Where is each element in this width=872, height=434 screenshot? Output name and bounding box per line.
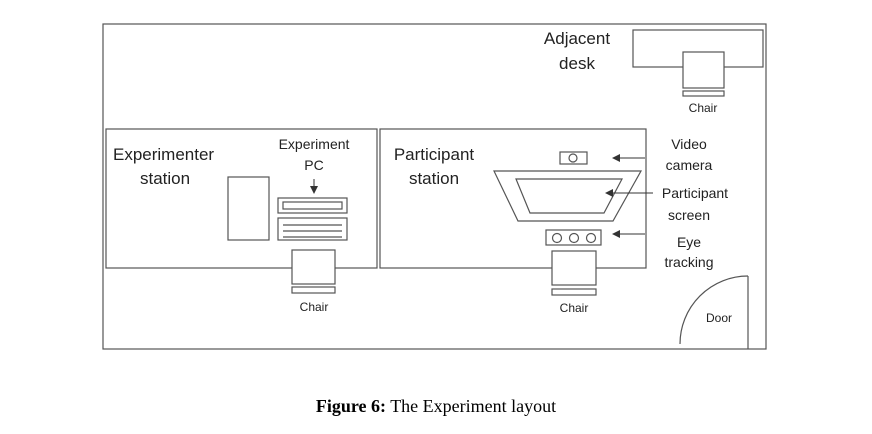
experimenter-station-label-line1: Experimenter [113,145,214,164]
eye-tracking-label-line2: tracking [664,254,713,270]
eye-tracker-sensor-1 [551,232,563,244]
video-camera-lens [568,153,578,163]
participant-screen-label-line1: Participant [662,185,728,201]
experiment-pc-monitor-inner [282,201,343,210]
door-label: Door [706,311,732,325]
adjacent-chair-back [682,90,725,97]
experimenter-chair-label: Chair [300,300,329,314]
video-camera-label-line2: camera [666,157,713,173]
participant-chair-label: Chair [560,301,589,315]
participant-station-label-line1: Participant [394,145,475,164]
eye-tracking-label-line1: Eye [677,234,701,250]
participant-screen-outer [493,170,643,222]
participant-screen-inner [515,178,623,214]
figure-caption-text: The Experiment layout [390,396,557,416]
experiment-pc-monitor [277,197,348,214]
participant-chair-back [551,288,597,296]
experiment-pc-label-line2: PC [304,157,323,173]
adjacent-chair-seat [682,51,725,89]
participant-screen-label-line2: screen [668,207,710,223]
eye-tracker [545,229,602,246]
participant-station-desk [379,128,647,269]
participant-station-label-line2: station [409,169,459,188]
adjacent-chair-label: Chair [689,101,718,115]
room-outline [102,23,767,350]
experimenter-chair-seat [291,249,336,285]
experimenter-station-label-line2: station [140,169,190,188]
eye-tracker-sensor-2 [568,232,580,244]
adjacent-desk-label-line2: desk [559,54,595,73]
video-camera-label-line1: Video [671,136,707,152]
experiment-pc-label-line1: Experiment [279,136,350,152]
video-camera [559,151,588,165]
door-swing-arc [679,275,749,345]
experiment-pc-keyboard [277,217,348,241]
experimenter-station-desk [105,128,378,269]
adjacent-desk-label-line1: Adjacent [544,29,610,48]
experimenter-chair-back [291,286,336,294]
participant-chair-seat [551,250,597,286]
figure-number: Figure 6: [315,396,386,416]
eye-tracker-sensor-3 [585,232,597,244]
experimenter-cabinet [227,176,270,241]
figure-caption: Figure 6: The Experiment layout [0,396,872,417]
